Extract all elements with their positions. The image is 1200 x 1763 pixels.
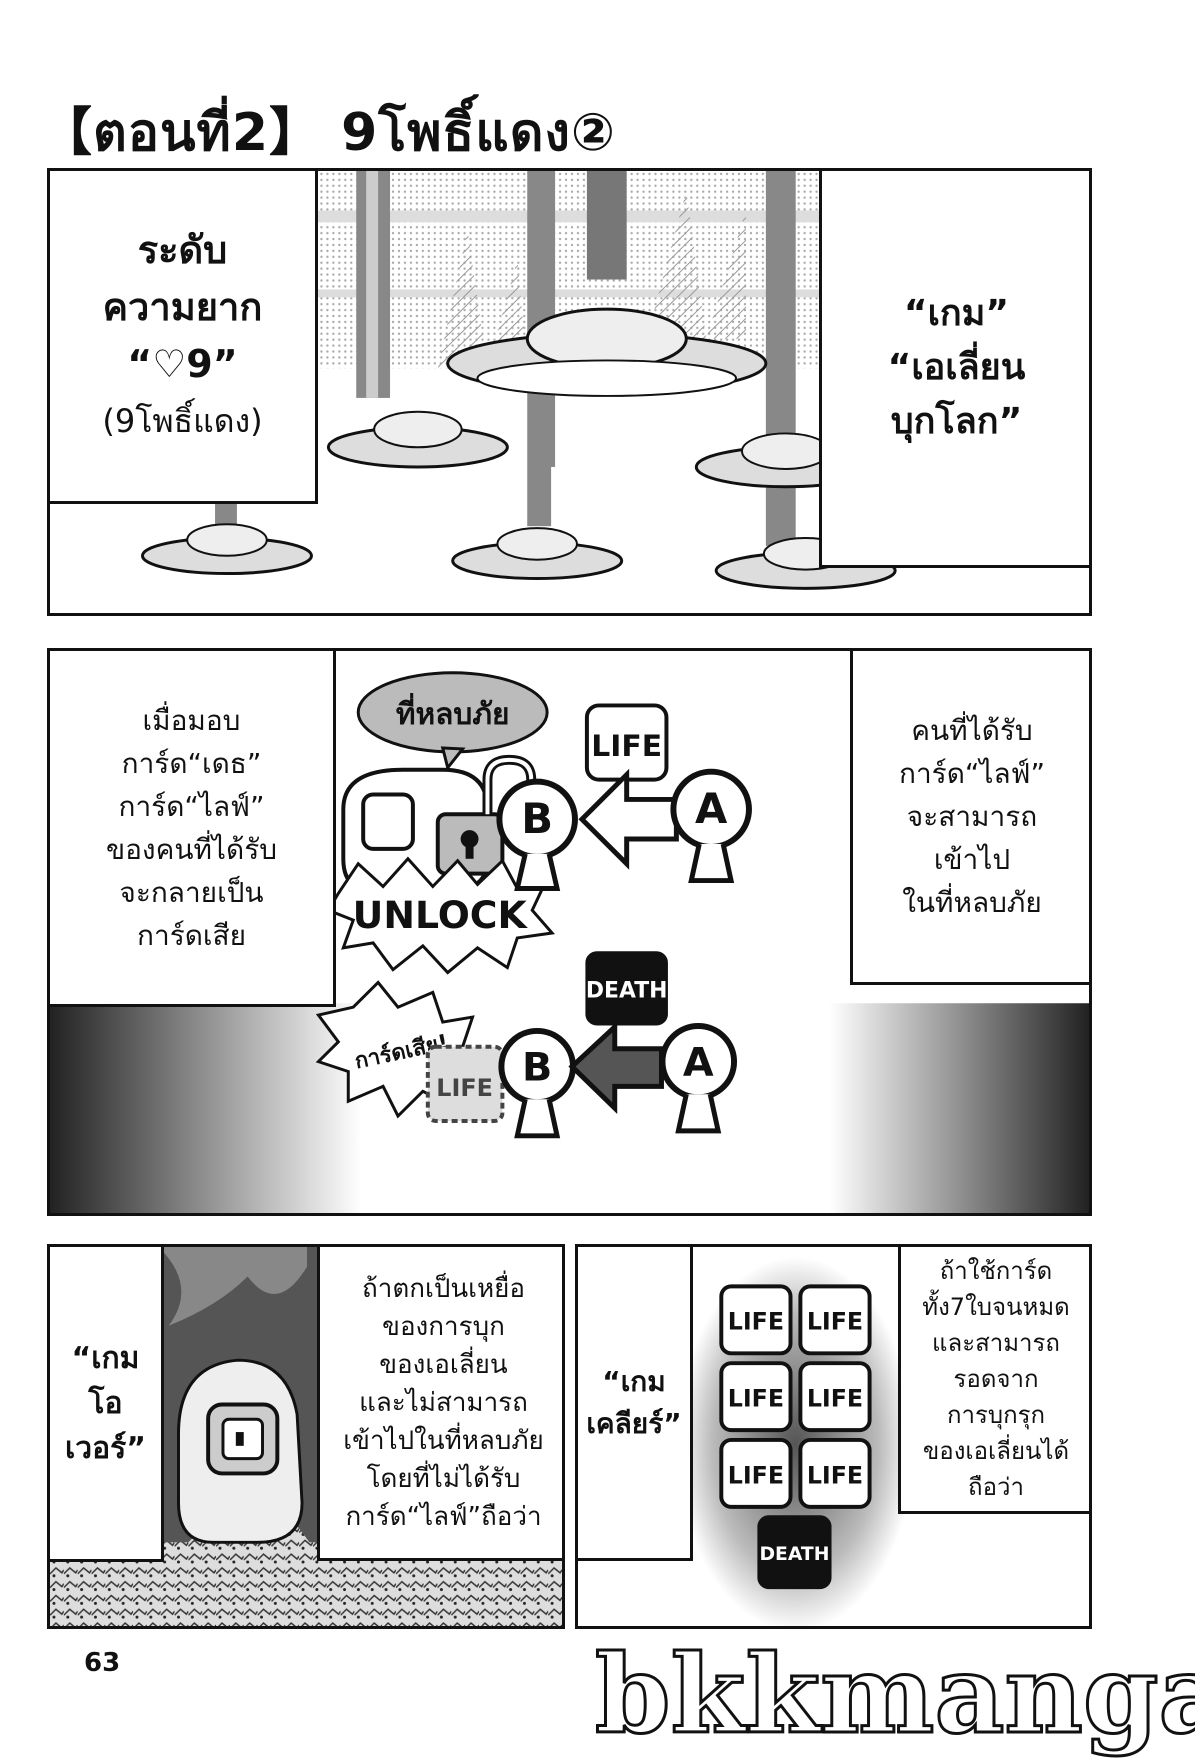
panel-game-clear: LIFE LIFE LIFE LIFE LIFE LIFE DEATH “เกม… <box>575 1244 1092 1629</box>
watermark-logo: bkkmanga <box>595 1631 1195 1760</box>
life-card-rule-caption: คนที่ได้รับ การ์ด“ไลฟ์” จะสามารถ เข้าไป … <box>850 651 1089 985</box>
caption-line: ของคนที่ได้รับ <box>105 832 278 866</box>
svg-text:ที่หลบภัย: ที่หลบภัย <box>396 692 510 732</box>
svg-text:LIFE: LIFE <box>728 1385 784 1413</box>
svg-text:LIFE: LIFE <box>436 1074 493 1102</box>
svg-text:DEATH: DEATH <box>586 978 668 1003</box>
panel-rules: ที่หลบภัย UNLOCK LIFE B <box>47 648 1092 1216</box>
life-card-1: LIFE <box>719 1284 793 1356</box>
life-card-4: LIFE <box>798 1361 872 1433</box>
death-card: DEATH <box>757 1515 832 1590</box>
panel-game-over: “เกม โอ เวอร์” ถ้าตกเป็นเหยื่อ ของการบุก… <box>47 1244 565 1629</box>
game-name-caption: “เกม” “เอเลี่ยน บุกโลก” <box>819 171 1089 568</box>
game-clear-caption: “เกม เคลียร์” <box>578 1247 693 1561</box>
caption-line: เข้าไปในที่หลบภัย <box>343 1425 544 1456</box>
caption-line: การ์ด“ไลฟ์”ถือว่า <box>345 1501 542 1532</box>
caption-line: ในที่หลบภัย <box>902 886 1042 919</box>
caption-line: โอ <box>88 1385 123 1421</box>
caption-line: คนที่ได้รับ <box>911 714 1033 747</box>
svg-text:LIFE: LIFE <box>728 1461 784 1489</box>
caption-line: รอดจาก <box>953 1365 1039 1393</box>
caption-line: ทั้ง7ใบจนหมด <box>922 1293 1070 1321</box>
caption-line: เข้าไป <box>933 843 1011 876</box>
svg-text:LIFE: LIFE <box>728 1308 784 1336</box>
caption-line: “เกม <box>602 1364 666 1398</box>
caption-line: การ์ด“เดธ” <box>121 746 262 780</box>
caption-line: โดยที่ไม่ได้รับ <box>366 1463 521 1494</box>
page-number: 63 <box>84 1648 121 1678</box>
life-card-6: LIFE <box>798 1437 872 1509</box>
unlock-burst: UNLOCK <box>326 856 556 975</box>
shelter-pod-icon <box>177 1358 304 1544</box>
caption-line: “เอเลี่ยน <box>887 347 1026 388</box>
caption-line: ของเอเลี่ยนได้ <box>922 1437 1070 1465</box>
caption-line: ของเอเลี่ยน <box>379 1349 508 1380</box>
caption-line: และไม่สามารถ <box>359 1387 528 1418</box>
life-card-5: LIFE <box>719 1437 793 1509</box>
caption-line: “เกม” <box>903 293 1010 334</box>
caption-line: และสามารถ <box>932 1329 1060 1357</box>
caption-line: จะสามารถ <box>906 800 1038 833</box>
caption-line: เคลียร์” <box>586 1406 682 1440</box>
person-a-bottom: A <box>659 1023 738 1134</box>
caption-line: ถ้าตกเป็นเหยื่อ <box>361 1273 525 1304</box>
caption-line: ถือว่า <box>968 1473 1024 1501</box>
caption-line: “♡9” <box>127 342 238 386</box>
svg-text:B: B <box>521 794 553 843</box>
life-card-3: LIFE <box>719 1361 793 1433</box>
caption-line: การ์ด“ไลฟ์” <box>899 757 1045 790</box>
caption-line: บุกโลก” <box>890 401 1023 442</box>
death-card-rule-caption: เมื่อมอบ การ์ด“เดธ” การ์ด“ไลฟ์” ของคนที่… <box>50 651 336 1007</box>
svg-text:UNLOCK: UNLOCK <box>353 893 529 937</box>
death-card: DEATH <box>585 951 668 1026</box>
life-card-2: LIFE <box>798 1284 872 1356</box>
unlock-padlock-icon <box>435 754 537 876</box>
caption-line: การ์ดเสีย <box>137 918 246 952</box>
person-b-bottom: B <box>498 1027 576 1139</box>
svg-text:B: B <box>522 1045 552 1091</box>
caption-line: “เกม <box>71 1340 140 1376</box>
game-over-caption: “เกม โอ เวอร์” <box>50 1247 164 1562</box>
svg-text:LIFE: LIFE <box>807 1461 863 1489</box>
svg-text:bkkmanga: bkkmanga <box>595 1632 1195 1758</box>
caption-line: จะกลายเป็น <box>119 875 264 909</box>
ufo-large <box>446 307 768 397</box>
game-clear-rule-caption: ถ้าใช้การ์ด ทั้ง7ใบจนหมด และสามารถ รอดจา… <box>898 1247 1089 1514</box>
svg-text:LIFE: LIFE <box>807 1308 863 1336</box>
life-card-top: LIFE <box>584 703 669 782</box>
caption-subline: (9โพธิ์แดง) <box>102 402 263 440</box>
caption-line: เวอร์” <box>65 1430 146 1466</box>
person-b-top: B <box>496 778 578 891</box>
caption-line: ของการบุก <box>382 1311 505 1342</box>
svg-text:LIFE: LIFE <box>591 729 662 764</box>
caption-line: การ์ด“ไลฟ์” <box>118 789 265 823</box>
game-over-rule-caption: ถ้าตกเป็นเหยื่อ ของการบุก ของเอเลี่ยน แล… <box>317 1247 562 1561</box>
caption-line: ความยาก <box>102 285 263 329</box>
caption-line: การบุกรุก <box>946 1401 1046 1429</box>
svg-text:LIFE: LIFE <box>807 1385 863 1413</box>
caption-line: เมื่อมอบ <box>142 703 241 737</box>
panel-difficulty: ระดับ ความยาก “♡9” (9โพธิ์แดง) “เกม” “เอ… <box>47 168 1092 616</box>
svg-text:DEATH: DEATH <box>759 1544 829 1565</box>
person-a-top: A <box>670 768 752 884</box>
difficulty-caption: ระดับ ความยาก “♡9” (9โพธิ์แดง) <box>50 171 318 504</box>
broken-life-card: LIFE <box>425 1044 505 1123</box>
chapter-title: 【ตอนที่2】 9โพธิ์แดง② <box>40 103 616 163</box>
caption-line: ระดับ <box>137 228 228 272</box>
caption-line: ถ้าใช้การ์ด <box>939 1257 1053 1285</box>
speech-bubble: ที่หลบภัย <box>356 671 549 772</box>
svg-text:A: A <box>683 1040 714 1086</box>
svg-text:A: A <box>695 784 728 833</box>
